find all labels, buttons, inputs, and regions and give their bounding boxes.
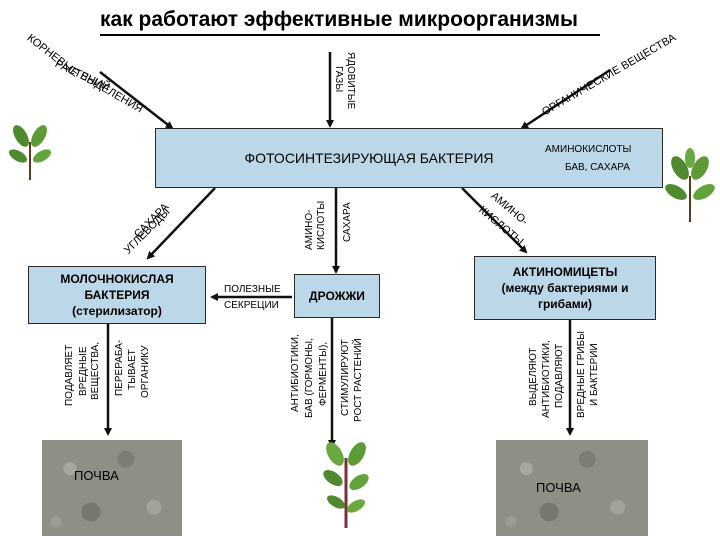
soil-label-right: ПОЧВА — [536, 480, 581, 495]
arrow-organic-matter — [520, 68, 611, 130]
photosynthetic-bacteria-box: ФОТОСИНТЕЗИРУЮЩАЯ БАКТЕРИЯ — [155, 128, 663, 188]
arrow-photo-to-lactic — [146, 187, 216, 260]
sprout-icon — [323, 442, 369, 528]
amino-sugar-label-1: АМИНОКИСЛОТЫ — [545, 144, 632, 155]
actinomycetes-box: АКТИНОМИЦЕТЫ (между бактериями и грибами… — [474, 256, 656, 320]
yeast-box: ДРОЖЖИ — [294, 274, 380, 318]
soil-image-left: ПОЧВА — [42, 440, 182, 536]
yeast-label: ДРОЖЖИ — [309, 289, 365, 303]
arrow-root-secretions — [99, 71, 174, 130]
lactic-label-2: БАКТЕРИЯ — [84, 288, 150, 302]
plant-icon — [665, 148, 715, 222]
lactic-label-3: (стерилизатор) — [72, 304, 162, 318]
arrow-photo-to-actino — [461, 187, 528, 254]
actino-label-1: АКТИНОМИЦЕТЫ — [512, 265, 618, 279]
plant-icon — [8, 125, 52, 180]
page-title: как работают эффективные микроорганизмы — [100, 8, 578, 31]
soil-image-right: ПОЧВА — [496, 440, 648, 536]
useful-secretions-label-2: СЕКРЕЦИИ — [224, 300, 279, 311]
photosynthetic-bacteria-label: ФОТОСИНТЕЗИРУЮЩАЯ БАКТЕРИЯ — [244, 150, 494, 166]
amino-sugar-label-2: БАВ, САХАРА — [565, 162, 630, 173]
soil-label-left: ПОЧВА — [74, 468, 119, 483]
lactic-bacteria-box: МОЛОЧНОКИСЛАЯ БАКТЕРИЯ (стерилизатор) — [28, 266, 206, 324]
lactic-label-1: МОЛОЧНОКИСЛАЯ — [60, 272, 174, 286]
useful-secretions-label-1: ПОЛЕЗНЫЕ — [224, 284, 281, 295]
actino-label-3: грибами) — [537, 297, 593, 311]
title-underline — [100, 34, 600, 36]
actino-label-2: (между бактериями и — [501, 281, 629, 295]
